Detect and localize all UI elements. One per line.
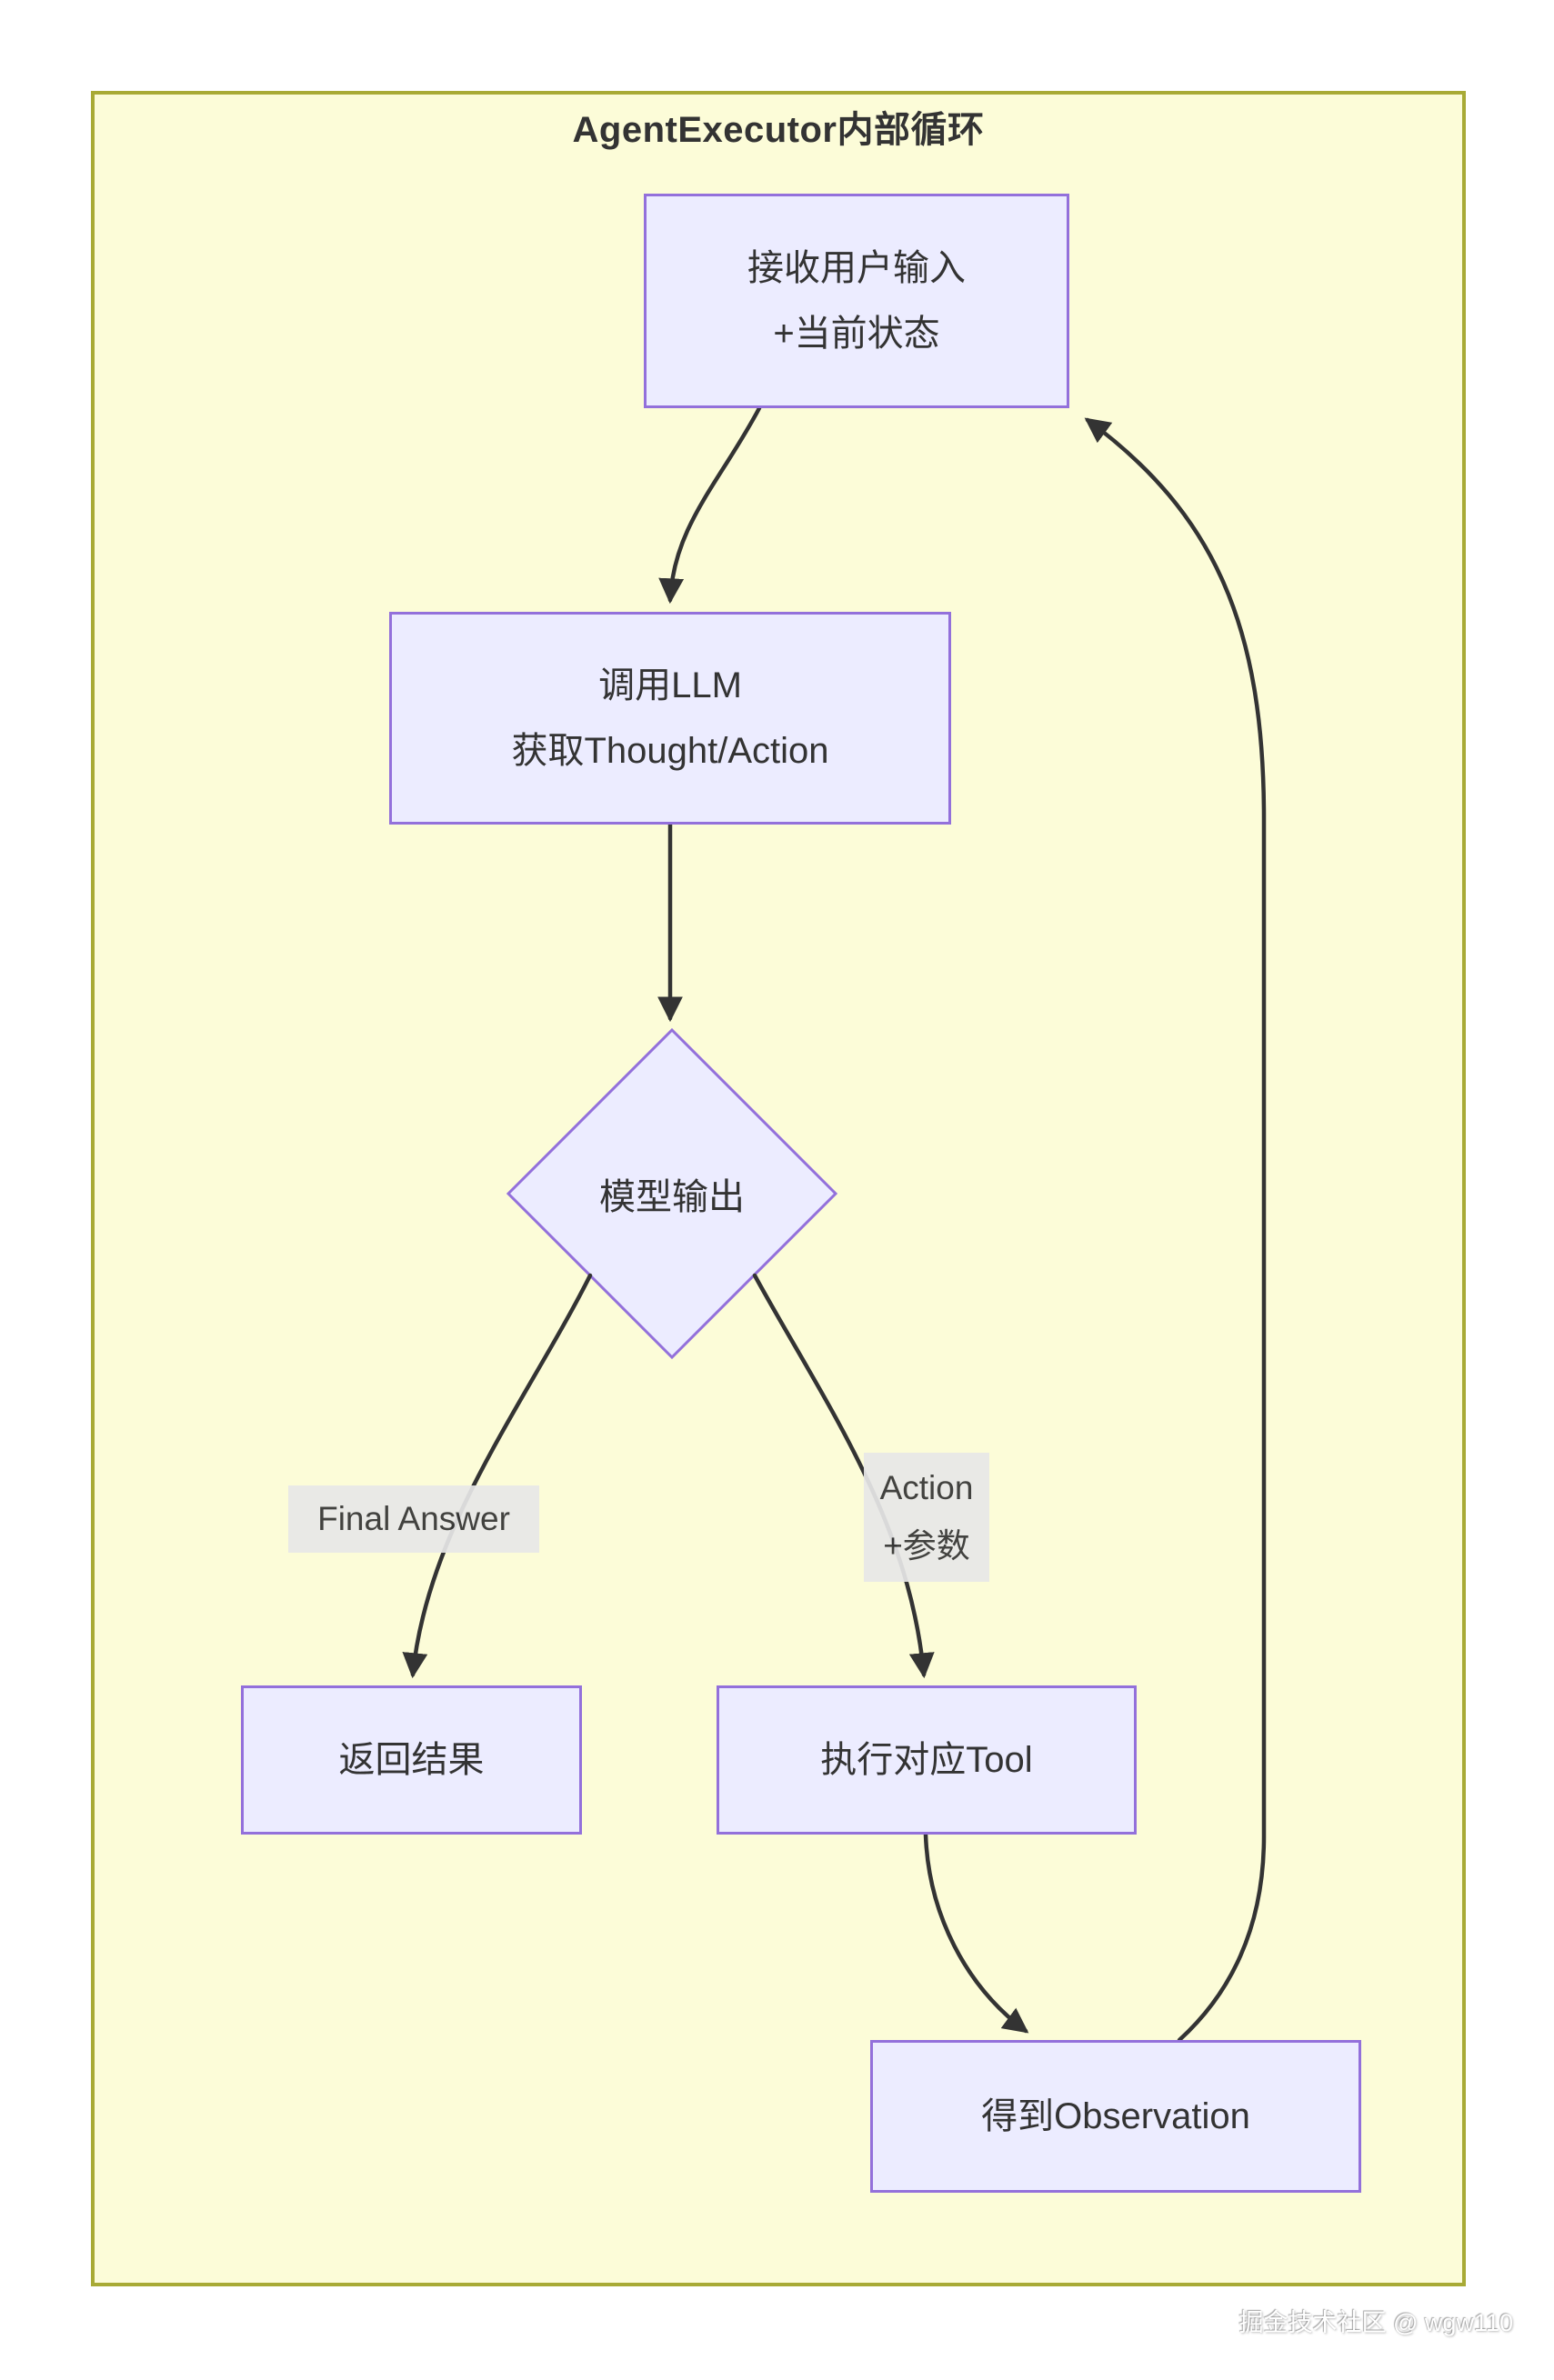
node-call-llm-line1: 调用LLM <box>598 665 742 705</box>
diagram-title: AgentExecutor内部循环 <box>572 110 985 150</box>
edge-decision-to-return <box>402 1273 593 1679</box>
watermark: 掘金技术社区 @ wgw110 <box>1238 2309 1513 2336</box>
edge-label-action-line1: Action <box>879 1469 974 1506</box>
node-call-llm-line2: 获取Thought/Action <box>511 731 829 771</box>
node-return-result-label: 返回结果 <box>338 1740 485 1780</box>
edge-label-action-line2: +参数 <box>883 1527 970 1565</box>
edge-tool-to-observation <box>923 1832 1029 2034</box>
edge-receive-to-llm <box>658 405 762 605</box>
node-receive-input: 接收用户输入 +当前状态 <box>644 194 1069 408</box>
node-execute-tool-label: 执行对应Tool <box>820 1740 1033 1780</box>
node-receive-input-line2: +当前状态 <box>773 314 940 354</box>
node-observation-label: 得到Observation <box>981 2096 1250 2136</box>
edge-label-action: Action +参数 <box>864 1453 989 1582</box>
edge-observation-loop-to-receive <box>1084 417 1267 2043</box>
node-return-result: 返回结果 <box>241 1685 582 1835</box>
edge-decision-to-tool <box>752 1273 935 1679</box>
node-execute-tool: 执行对应Tool <box>717 1685 1137 1835</box>
node-decision-label: 模型输出 <box>599 1177 745 1217</box>
node-observation: 得到Observation <box>870 2040 1361 2193</box>
node-call-llm: 调用LLM 获取Thought/Action <box>389 612 951 825</box>
node-receive-input-line1: 接收用户输入 <box>747 248 966 288</box>
edge-label-final-answer: Final Answer <box>288 1485 539 1553</box>
edge-label-final-answer-text: Final Answer <box>317 1500 510 1537</box>
